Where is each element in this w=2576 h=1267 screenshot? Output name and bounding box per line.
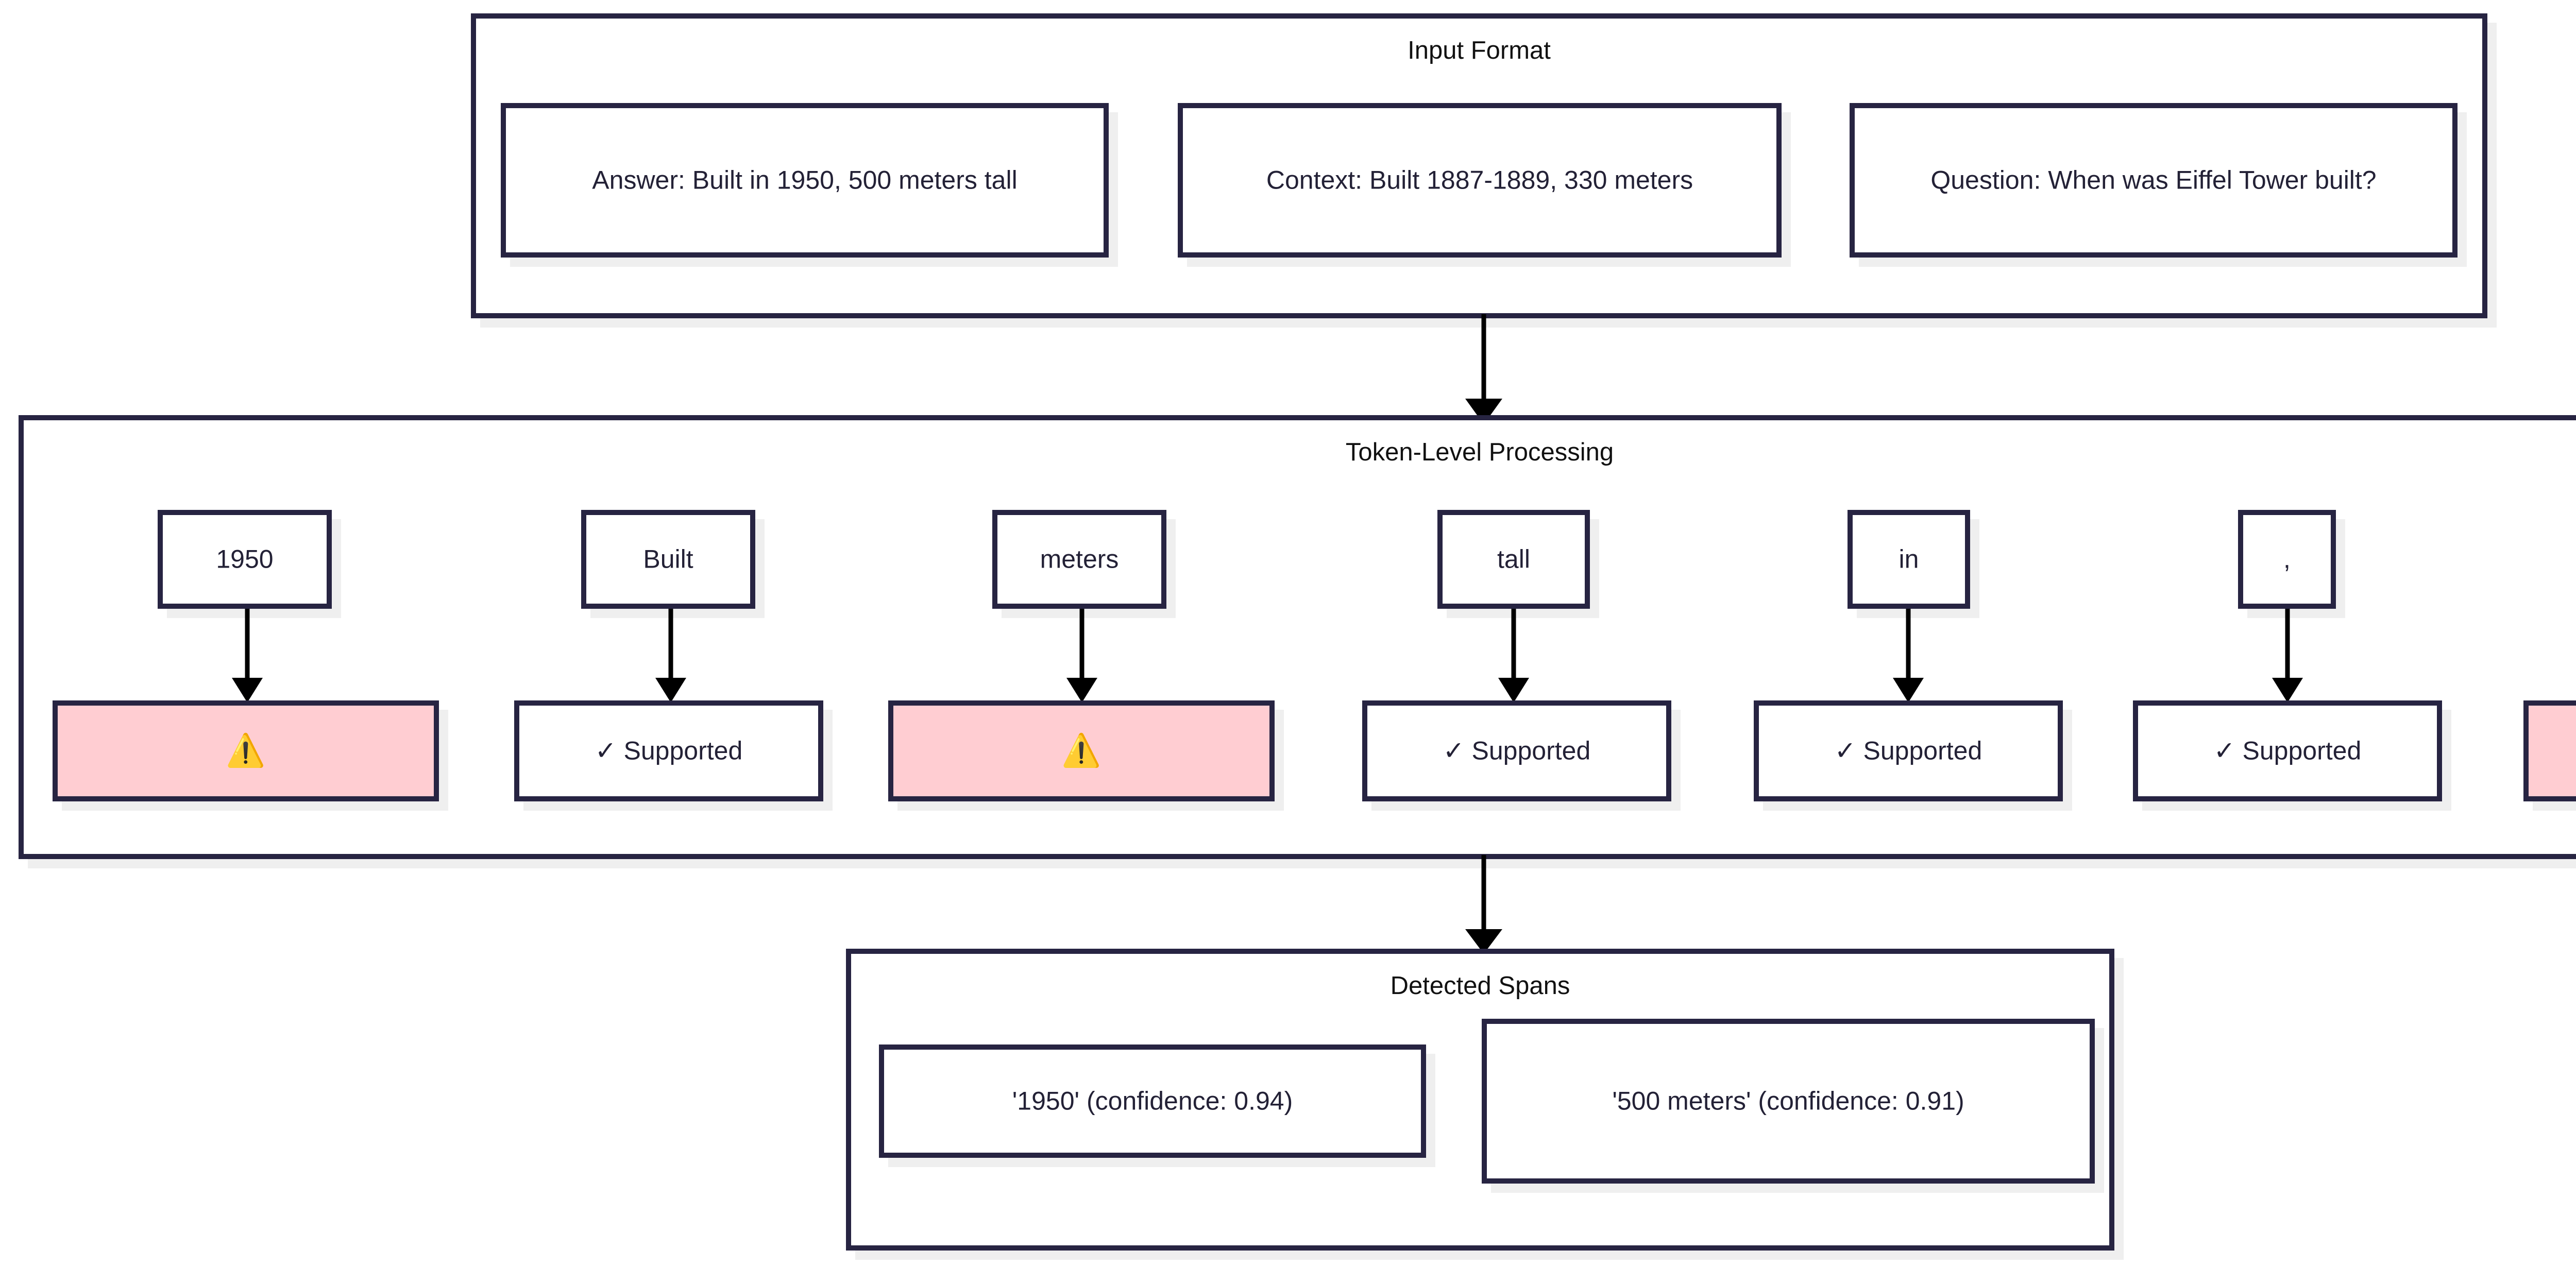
input-question-box[interactable]: Question: When was Eiffel Tower built? (1850, 103, 2458, 258)
token-box-in[interactable]: in (1848, 510, 1970, 609)
token-label: in (1899, 544, 1919, 574)
arrow-token-in-to-status (1893, 609, 1924, 703)
token-box-comma[interactable]: , (2238, 510, 2336, 609)
status-box-supported[interactable]: ✓ Supported (1362, 700, 1671, 801)
status-box-warning[interactable]: ⚠️ (2523, 700, 2576, 801)
token-box-meters[interactable]: meters (992, 510, 1166, 609)
status-box-supported[interactable]: ✓ Supported (514, 700, 823, 801)
arrow-token-tall-to-status (1498, 609, 1529, 703)
arrow-tokens-to-spans (1465, 855, 1502, 954)
status-label: ✓ Supported (1834, 736, 1982, 765)
input-answer-box[interactable]: Answer: Built in 1950, 500 meters tall (501, 103, 1109, 258)
token-box-built[interactable]: Built (581, 510, 755, 609)
warning-icon: ⚠️ (226, 733, 266, 768)
status-label: ✓ Supported (1443, 736, 1591, 765)
warning-icon: ⚠️ (1061, 733, 1101, 768)
input-format-title: Input Format (1408, 37, 1551, 64)
status-label: ✓ Supported (595, 736, 743, 765)
status-box-supported[interactable]: ✓ Supported (2133, 700, 2442, 801)
token-label: 1950 (216, 544, 274, 574)
detected-span-label: '1950' (confidence: 0.94) (1012, 1086, 1293, 1116)
input-question-label: Question: When was Eiffel Tower built? (1930, 165, 2377, 195)
input-context-box[interactable]: Context: Built 1887-1889, 330 meters (1178, 103, 1782, 258)
detected-span-label: '500 meters' (confidence: 0.91) (1612, 1086, 1964, 1116)
arrow-token-built-to-status (655, 609, 686, 703)
detected-span-box[interactable]: '1950' (confidence: 0.94) (879, 1045, 1426, 1158)
arrow-token-1950-to-status (232, 609, 263, 703)
detected-spans-title: Detected Spans (1390, 972, 1570, 1000)
arrow-input-to-tokens (1465, 314, 1502, 424)
arrow-token-meters-to-status (1066, 609, 1097, 703)
status-label: ✓ Supported (2213, 736, 2362, 765)
status-box-supported[interactable]: ✓ Supported (1754, 700, 2063, 801)
status-box-warning[interactable]: ⚠️ (53, 700, 439, 801)
arrow-token-comma-to-status (2272, 609, 2303, 703)
token-label: tall (1497, 544, 1530, 574)
status-box-warning[interactable]: ⚠️ (888, 700, 1275, 801)
token-box-1950[interactable]: 1950 (158, 510, 332, 609)
input-answer-label: Answer: Built in 1950, 500 meters tall (592, 165, 1018, 195)
token-label: meters (1040, 544, 1119, 574)
token-box-tall[interactable]: tall (1437, 510, 1590, 609)
warning-icon: ⚠️ (2529, 735, 2576, 767)
detected-span-box[interactable]: '500 meters' (confidence: 0.91) (1482, 1019, 2095, 1184)
token-label: , (2283, 544, 2291, 574)
input-context-label: Context: Built 1887-1889, 330 meters (1266, 165, 1693, 195)
token-processing-title: Token-Level Processing (1345, 438, 1614, 466)
token-label: Built (643, 544, 693, 574)
